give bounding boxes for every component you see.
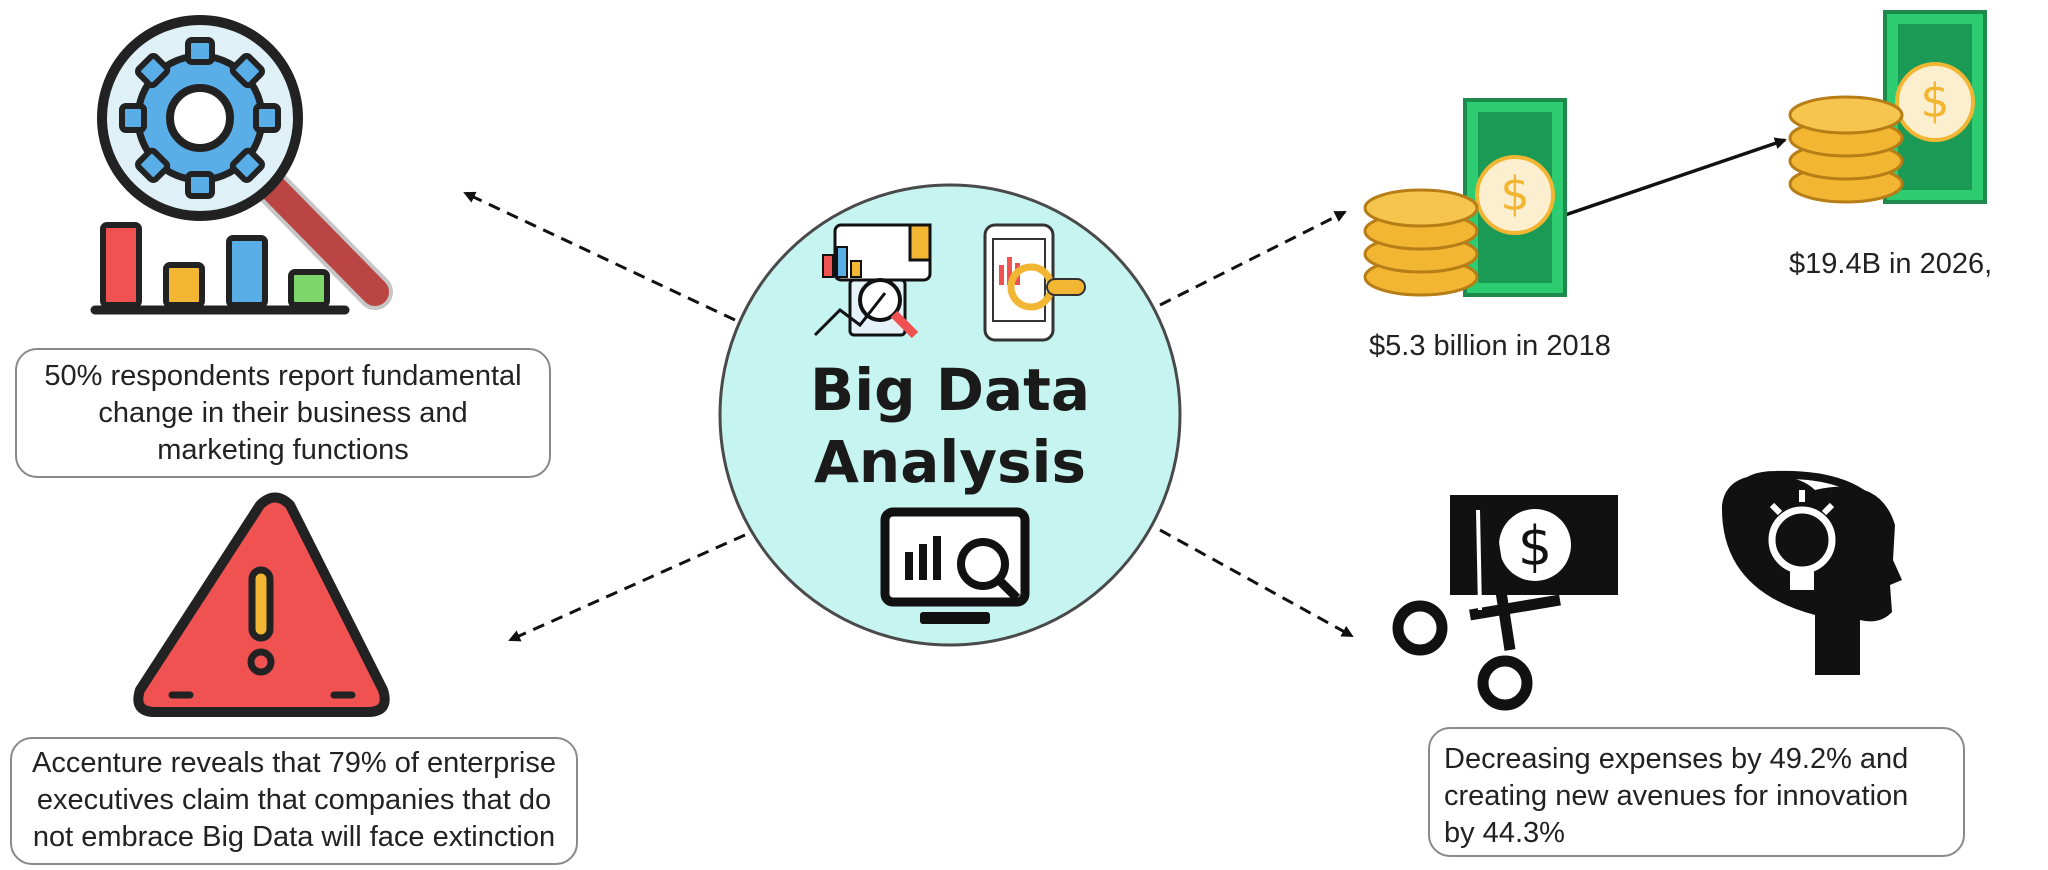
report-analysis-icon [813, 223, 932, 339]
arrow-to-top-right [1159, 210, 1347, 307]
arrow-growth [1564, 137, 1787, 217]
bottom-left-fact-box: Accenture reveals that 79% of enterprise… [10, 737, 578, 865]
bottom-right-fact-box: Decreasing expenses by 49.2% and creatin… [1428, 727, 1965, 857]
svg-text:$: $ [1500, 167, 1529, 221]
fact-line: creating new avenues for innovation [1444, 780, 1909, 812]
top-left-fact-box: 50% respondents report fundamental chang… [15, 348, 551, 478]
fact-line: 50% respondents report fundamental [44, 360, 522, 392]
monitor-search-icon [880, 507, 1030, 624]
warning-triangle-icon [133, 492, 390, 717]
center-circle [718, 183, 1182, 647]
arrows [463, 137, 1787, 642]
fact-line: Accenture reveals that 79% of enterprise [32, 747, 556, 779]
market-2026-label: $19.4B in 2026, [1789, 248, 1993, 280]
arrow-to-bottom-right [1159, 528, 1354, 638]
money-stack-icon: $ [1363, 98, 1567, 297]
fact-line: executives claim that companies that do [36, 784, 552, 816]
arrow-to-top-left [463, 191, 736, 322]
svg-text:$: $ [1920, 74, 1949, 128]
center-title-line2: Analysis [814, 428, 1086, 496]
fact-line: Decreasing expenses by 49.2% and [1444, 743, 1909, 775]
svg-text:$: $ [1518, 515, 1552, 578]
phone-analytics-icon [983, 223, 1086, 342]
magnifier-gear-chart-icon [90, 15, 393, 315]
center-title-line1: Big Data [810, 356, 1090, 424]
fact-line: by 44.3% [1444, 817, 1565, 849]
arrow-to-bottom-left [508, 533, 746, 642]
market-2018-label: $5.3 billion in 2018 [1369, 330, 1611, 362]
fact-line: change in their business and [98, 397, 468, 429]
money-stack-icon: $ [1788, 10, 1987, 204]
head-lightbulb-icon [1721, 470, 1902, 675]
center-node: Big Data Analysis [718, 183, 1182, 647]
fact-line: marketing functions [157, 434, 409, 466]
fact-line: not embrace Big Data will face extinctio… [32, 821, 556, 853]
scissors-cutting-money-icon: $ [1392, 495, 1618, 711]
